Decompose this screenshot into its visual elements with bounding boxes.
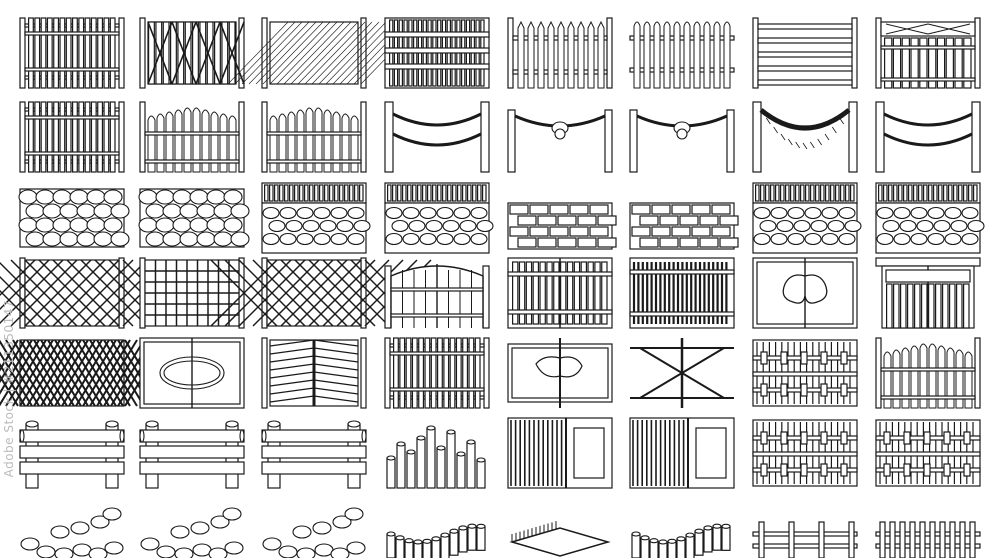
arched-slat-fence-icon [875, 337, 981, 409]
cloud-window-gate-icon [752, 257, 858, 329]
stock-watermark: Adobe Stock | #211350147 [2, 300, 16, 478]
low-picket-fence-icon [875, 521, 981, 558]
cross-top-fence-icon [875, 17, 981, 89]
log-edging-icon [386, 523, 486, 558]
wicker-edging-icon [509, 521, 611, 557]
curved-x-gate-icon [630, 338, 734, 408]
stone-wall-with-fence-icon [261, 182, 371, 254]
bound-slat-fence-icon [752, 339, 858, 407]
stepping-stone-path-icon [20, 507, 124, 558]
stepping-stone-path-icon [140, 507, 244, 558]
log-edging-icon [631, 523, 731, 558]
low-rail-fence-icon [752, 521, 858, 558]
flat-stone-wall-icon [629, 202, 739, 250]
log-pillar-fence-icon [386, 425, 486, 489]
chevron-weave-gate-icon [261, 337, 367, 409]
bound-slat-fence-icon [875, 419, 981, 487]
slat-fence-icon [19, 17, 125, 89]
flat-stone-wall-icon [507, 202, 617, 250]
arched-slat-fence-icon [139, 101, 245, 173]
rope-post-fence-icon [384, 101, 490, 173]
square-lattice-icon [139, 257, 245, 329]
log-rail-fence-icon [139, 420, 245, 489]
roofed-gate-icon [875, 257, 981, 329]
dark-slat-gate-icon [629, 257, 735, 329]
slat-fence-icon [384, 337, 490, 409]
twisted-rope-fence-icon [752, 101, 858, 173]
oval-window-gate-icon [139, 337, 245, 409]
diamond-lattice-icon [210, 257, 432, 329]
lattice-panel-icon [227, 17, 422, 89]
cutout-gate-icon [507, 338, 613, 408]
rope-knot-fence-icon [507, 109, 613, 173]
stepping-stone-path-icon [262, 507, 366, 558]
round-stone-wall-icon [138, 188, 250, 248]
stone-wall-with-fence-icon [384, 182, 494, 254]
arched-slat-fence-icon [261, 101, 367, 173]
picket-fence-tall-icon [629, 21, 735, 89]
horizontal-rail-fence-icon [752, 17, 858, 89]
slat-fence-icon [19, 101, 125, 173]
woven-reed-fence-icon [384, 17, 490, 89]
rope-knot-fence-icon [629, 109, 735, 173]
arched-double-gate-icon [384, 264, 490, 329]
bamboo-screen-icon [629, 417, 735, 489]
diagonal-bamboo-fence-icon [139, 17, 245, 89]
stone-wall-with-fence-icon [752, 182, 862, 254]
log-rail-fence-icon [19, 420, 125, 489]
stone-wall-with-fence-icon [875, 182, 985, 254]
woven-lattice-icon [0, 339, 166, 407]
rope-post-fence-icon [875, 101, 981, 173]
picket-fence-icon [507, 17, 613, 89]
round-stone-wall-icon [18, 188, 130, 248]
bamboo-screen-icon [507, 417, 613, 489]
slat-double-gate-icon [507, 257, 613, 329]
log-rail-fence-icon [261, 420, 367, 489]
bound-slat-fence-icon [752, 419, 858, 487]
